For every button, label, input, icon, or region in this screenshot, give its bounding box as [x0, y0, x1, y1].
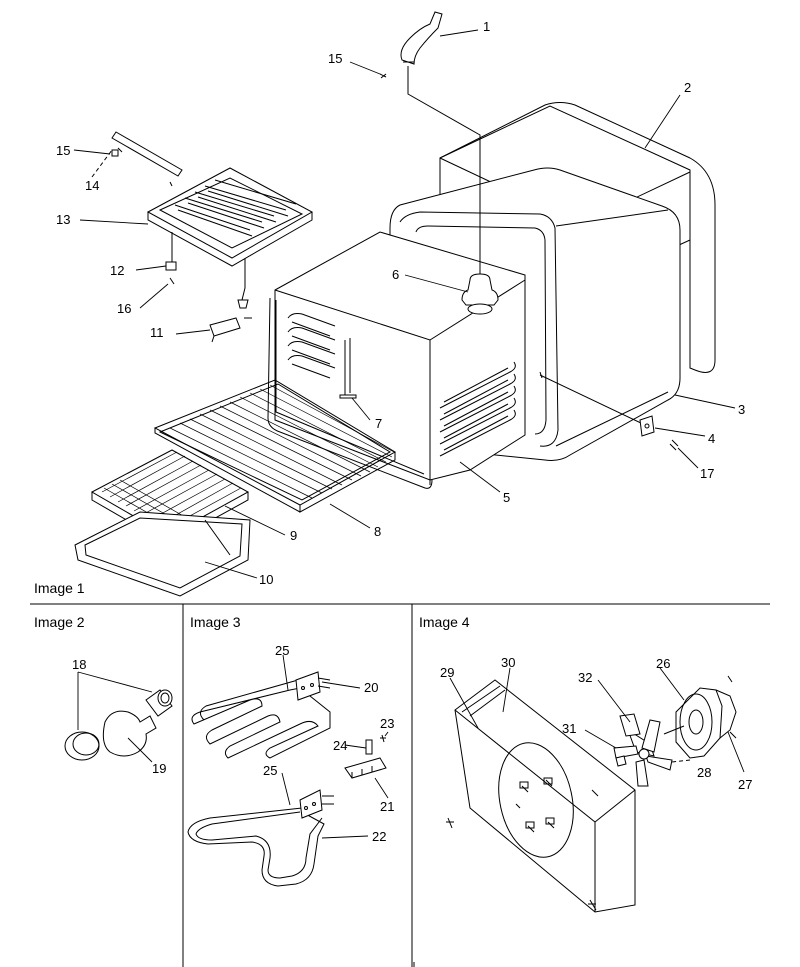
callout-2: 2	[684, 80, 691, 95]
callout-1: 1	[483, 19, 490, 34]
callout-3: 3	[738, 402, 745, 417]
callout-12: 12	[110, 263, 124, 278]
callout-7: 7	[375, 416, 382, 431]
temperature-sensor	[339, 338, 357, 399]
callout-32: 32	[578, 670, 592, 685]
callout-25-upper: 25	[275, 643, 289, 658]
callout-28: 28	[697, 765, 711, 780]
callout-14: 14	[85, 178, 99, 193]
callout-31: 31	[562, 721, 576, 736]
callout-29: 29	[440, 665, 454, 680]
callout-27: 27	[738, 777, 752, 792]
callout-21: 21	[380, 799, 394, 814]
callout-24: 24	[333, 738, 347, 753]
callout-9: 9	[290, 528, 297, 543]
caption-image-4: Image 4	[419, 614, 470, 630]
callout-20: 20	[364, 680, 378, 695]
oven-light-parts	[64, 671, 173, 763]
heating-elements	[187, 654, 389, 887]
callout-16: 16	[117, 301, 131, 316]
callout-6: 6	[392, 267, 399, 282]
callout-23: 23	[380, 716, 394, 731]
image1-leaders	[73, 29, 736, 579]
callout-22: 22	[372, 829, 386, 844]
callout-11: 11	[150, 325, 164, 340]
callout-17: 17	[700, 466, 714, 481]
oven-assembly: 1 2 3 4 5 6 7 8 9 10 11 12 13 14 15 15 1…	[56, 11, 745, 597]
caption-image-3: Image 3	[190, 614, 241, 630]
heat-deflector-tray	[111, 131, 314, 343]
screw-15-upper	[379, 73, 387, 79]
callout-4: 4	[708, 431, 715, 446]
caption-image-1: Image 1	[34, 580, 85, 596]
convection-fan-assembly	[446, 667, 745, 913]
oven-rack	[153, 379, 396, 513]
callout-8: 8	[374, 524, 381, 539]
broil-pan	[74, 511, 251, 597]
bracket-and-screw	[539, 371, 679, 451]
caption-image-2: Image 2	[34, 614, 85, 630]
callout-25-lower: 25	[263, 763, 277, 778]
callout-15-upper: 15	[328, 51, 342, 66]
callout-26: 26	[656, 656, 670, 671]
callout-15-left: 15	[56, 143, 70, 158]
callout-19: 19	[152, 761, 166, 776]
callout-10: 10	[259, 572, 273, 587]
callout-13: 13	[56, 212, 70, 227]
callout-18: 18	[72, 657, 86, 672]
callout-5: 5	[503, 490, 510, 505]
oven-light-assembly	[400, 11, 499, 315]
callout-30: 30	[501, 655, 515, 670]
